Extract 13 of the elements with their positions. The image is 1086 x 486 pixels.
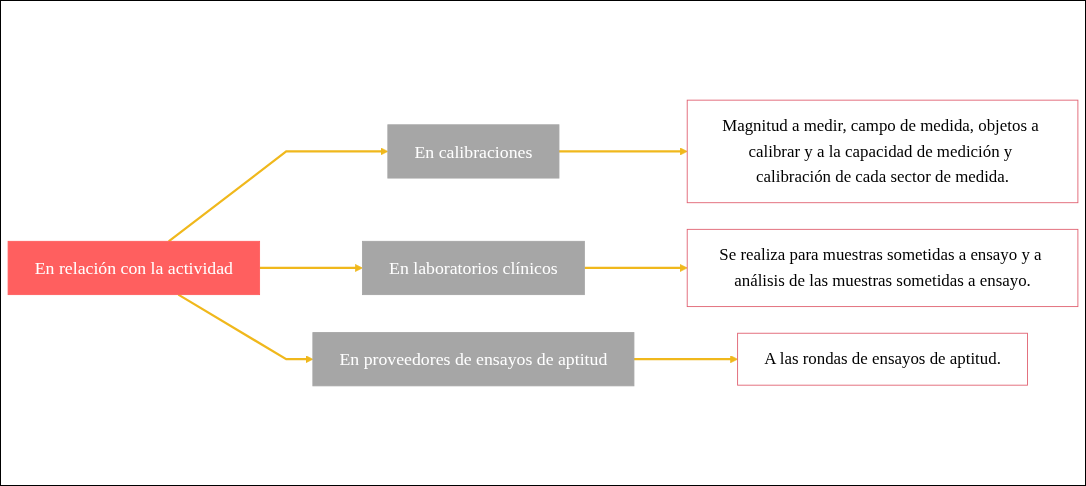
arrow [259,264,363,272]
arrow [177,293,314,364]
node-box: Se realiza para muestras sometidas a ensayo y a análisis de las muestras sometidas a ensayo. [686,228,1079,308]
node-box: En proveedores de ensayos de aptitud [312,332,635,387]
node-box: En calibraciones [387,124,560,179]
node-box: En relación con la actividad [7,240,261,296]
arrow [168,147,389,243]
arrow [584,264,688,272]
node-box: Magnitud a medir, campo de medida, objetos a calibrar y a la capacidad de medición y calibración de cada sector de medida. [686,99,1079,204]
arrow [558,147,688,156]
arrow [633,355,738,364]
node-box: En laboratorios clínicos [362,240,585,296]
node-box: A las rondas de ensayos de aptitud. [737,332,1028,386]
